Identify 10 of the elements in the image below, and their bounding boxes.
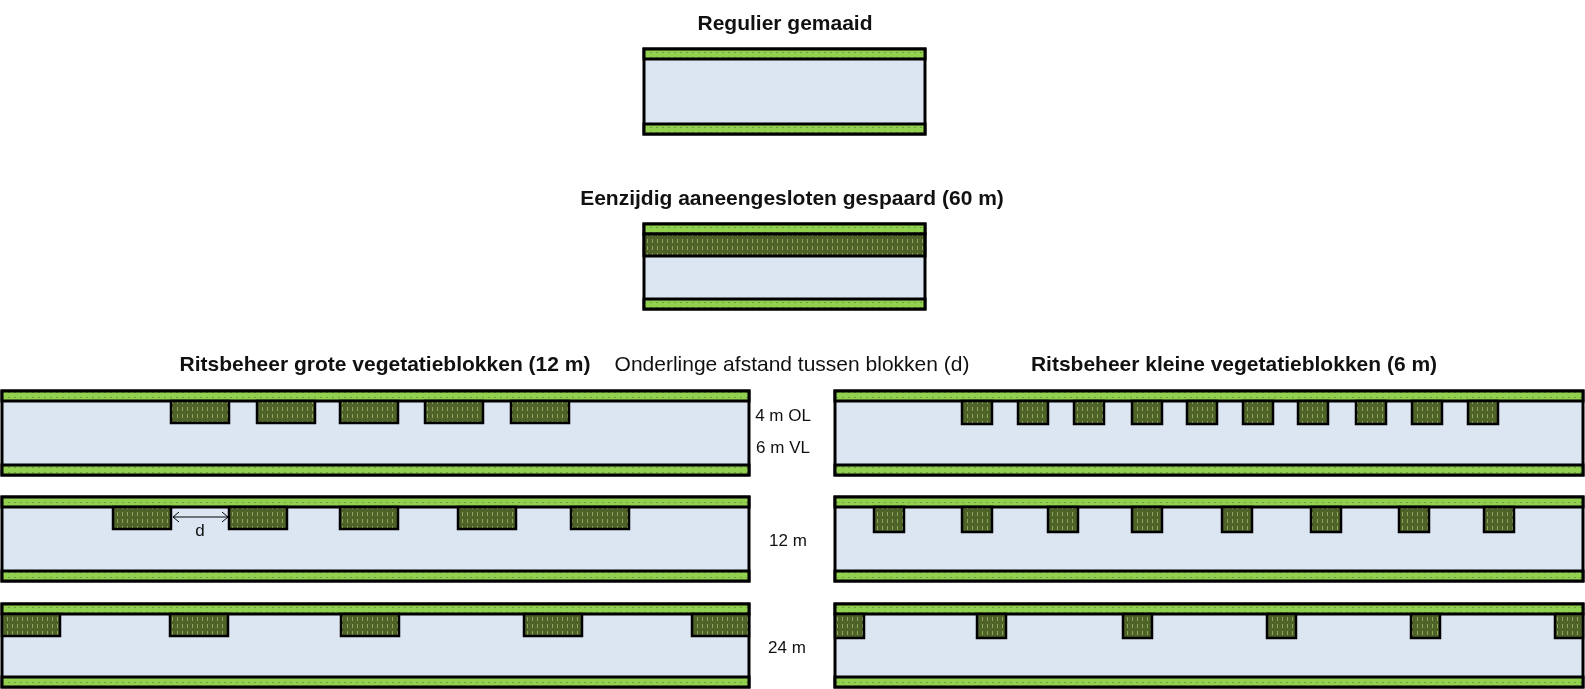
dimension-label: 4 m OL — [755, 406, 811, 426]
dimension-label: d — [195, 521, 205, 541]
dimension-label: 6 m VL — [756, 438, 810, 458]
dimension-label: 12 m — [769, 531, 807, 551]
section-heading: Ritsbeheer kleine vegetatieblokken (6 m) — [1030, 351, 1438, 377]
section-heading: Regulier gemaaid — [697, 10, 873, 36]
dimension-label: 24 m — [768, 638, 806, 658]
note-text: Onderlinge afstand tussen blokken (d) — [614, 351, 970, 377]
section-heading: Eenzijdig aaneengesloten gespaard (60 m) — [580, 185, 1004, 211]
section-heading: Ritsbeheer grote vegetatieblokken (12 m) — [179, 351, 591, 377]
